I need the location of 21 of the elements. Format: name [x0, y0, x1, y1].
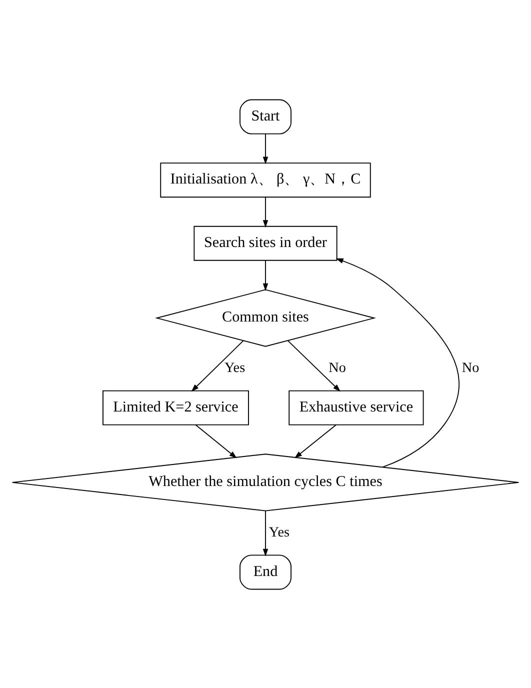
- edge-label: Yes: [224, 359, 246, 376]
- arrow: [294, 424, 337, 458]
- node-diamond: Whether the simulation cycles C times: [12, 453, 520, 511]
- node-diamond: Common sites: [154, 288, 376, 346]
- node-box: Limited K=2 service: [102, 390, 249, 425]
- node-box: Start: [240, 98, 292, 134]
- node-box: Exhaustive service: [288, 390, 424, 425]
- edge-label: No: [328, 359, 346, 376]
- arrow: [262, 196, 268, 228]
- arrow: [262, 510, 268, 556]
- node-box: End: [240, 554, 292, 590]
- arrow: [262, 132, 268, 164]
- arrow: [287, 340, 340, 392]
- arrow: [336, 258, 460, 468]
- arrow: [195, 424, 237, 458]
- edge-label: Yes: [268, 524, 290, 540]
- arrow: [191, 340, 244, 392]
- arrow: [262, 260, 268, 290]
- node-box: Search sites in order: [194, 225, 338, 260]
- edge-label: No: [462, 359, 480, 376]
- node-box: Initialisation λ、 β、 γ、N，C: [160, 162, 371, 198]
